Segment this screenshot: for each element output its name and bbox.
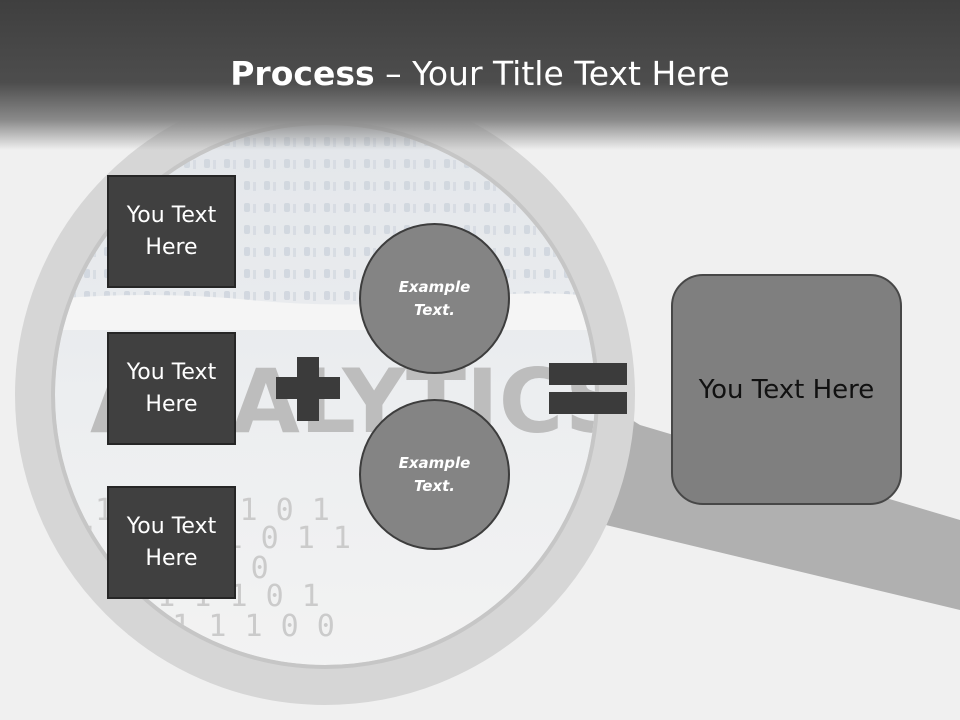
example-circle-2[interactable]: Example Text.	[359, 399, 510, 550]
title-bold-part: Process	[230, 54, 375, 93]
title-bar	[0, 0, 960, 150]
text-box-1[interactable]: You Text Here	[107, 175, 236, 288]
title-rest-part: – Your Title Text Here	[374, 54, 730, 93]
result-box[interactable]: You Text Here	[671, 274, 902, 505]
text-box-2[interactable]: You Text Here	[107, 332, 236, 445]
slide-title: Process – Your Title Text Here	[0, 52, 960, 96]
example-circle-1[interactable]: Example Text.	[359, 223, 510, 374]
text-box-3[interactable]: You Text Here	[107, 486, 236, 599]
